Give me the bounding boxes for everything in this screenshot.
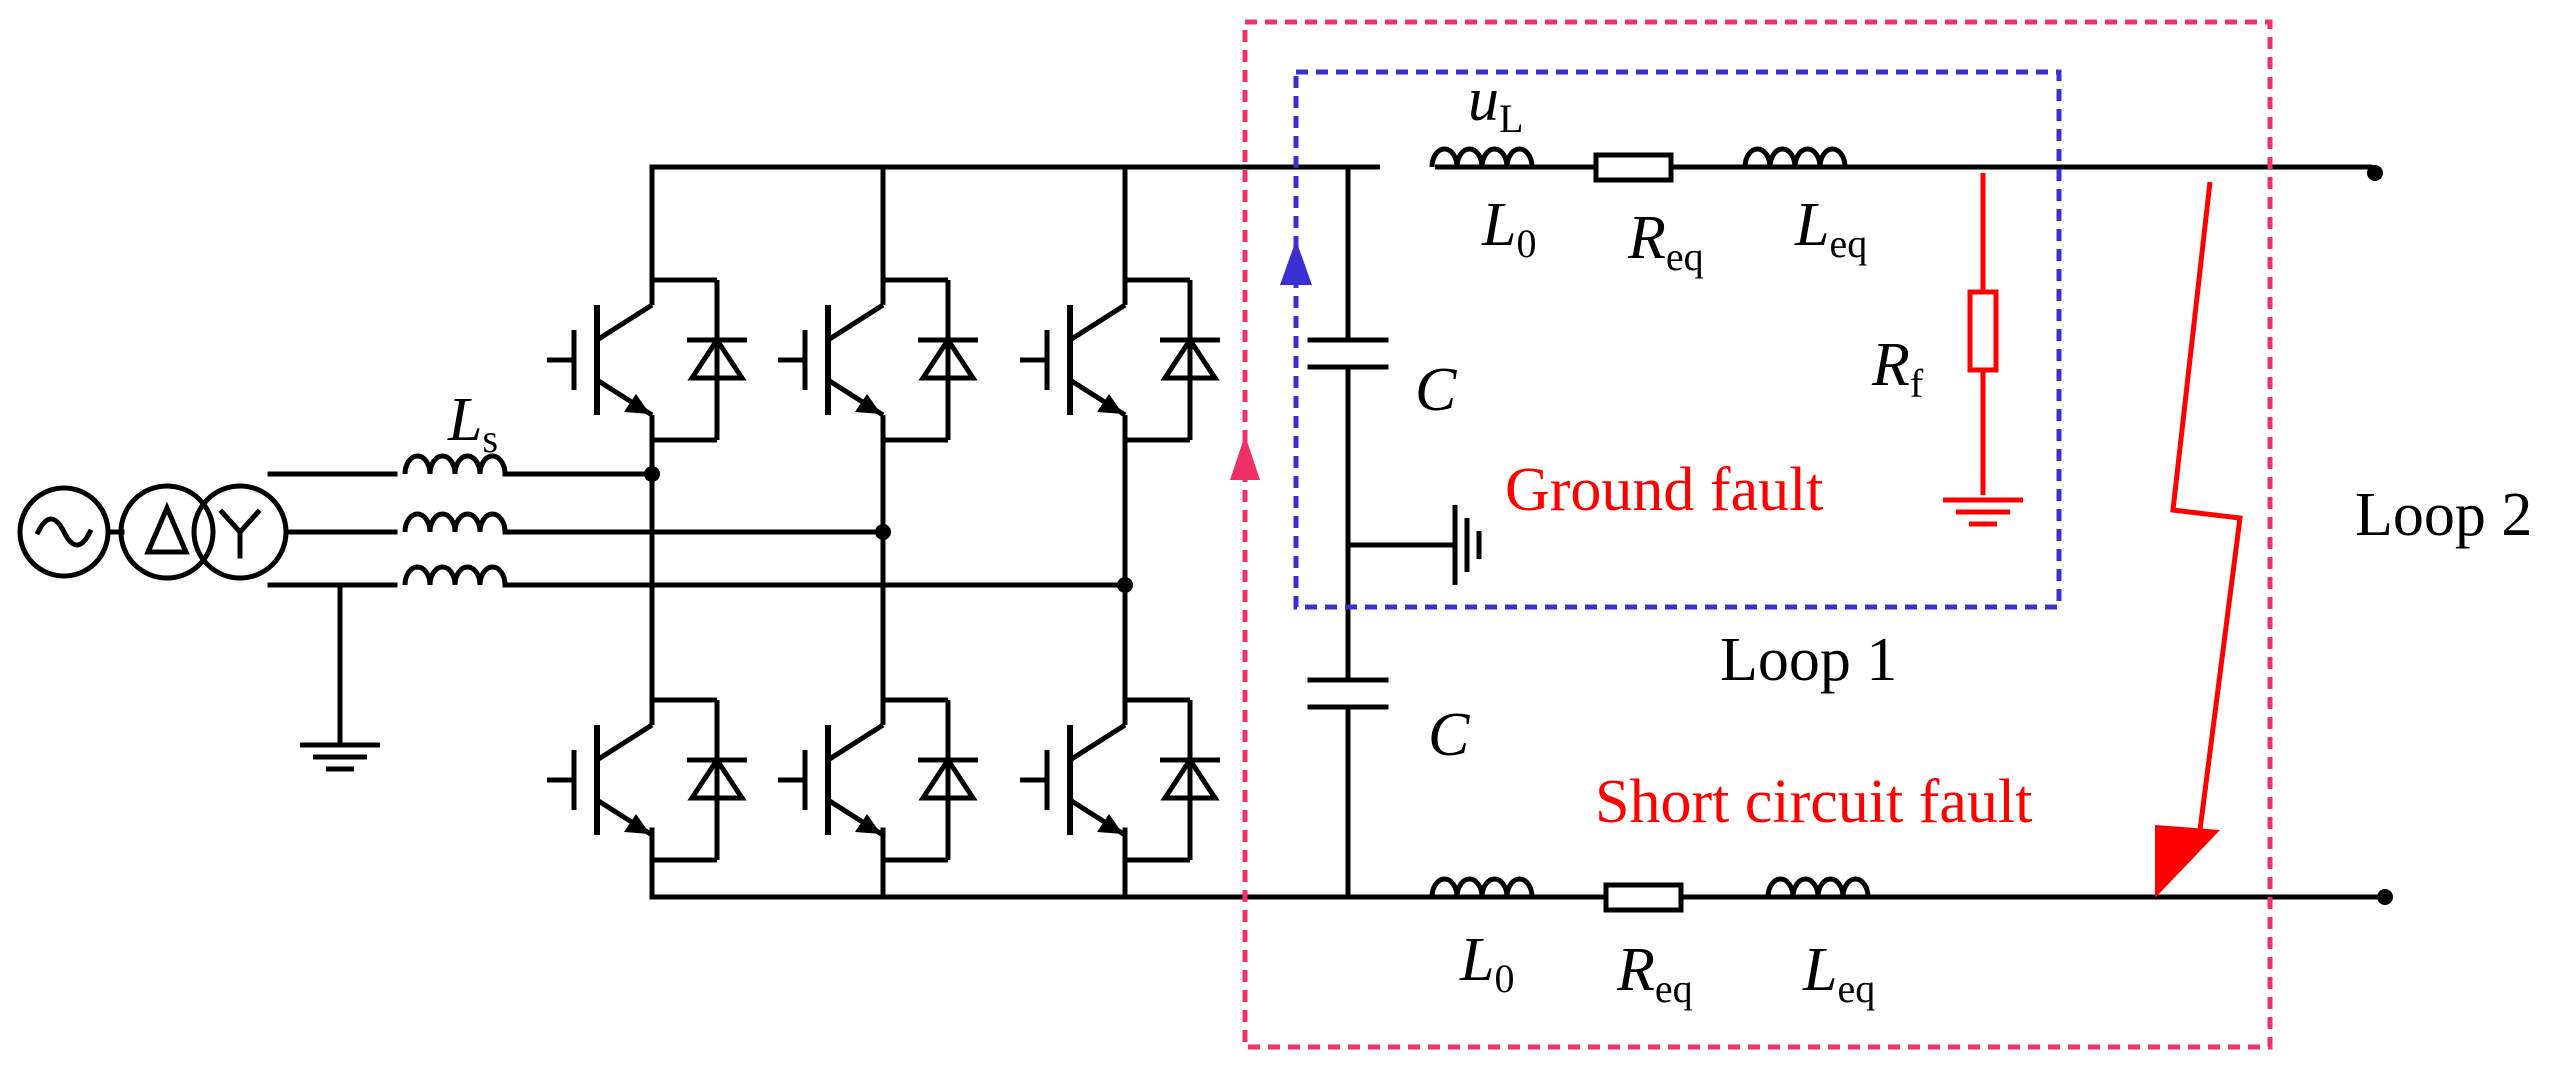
igbt-icon (778, 250, 978, 470)
label-L0-top: L0 (1481, 191, 1536, 266)
source-inductors (405, 456, 505, 585)
igbt-icon (547, 670, 747, 890)
label-Req-bottom: Req (1616, 936, 1693, 1011)
loop-2-label: Loop 2 (2355, 481, 2532, 549)
label-L0-bottom: L0 (1459, 926, 1514, 1001)
short-circuit-fault-label: Short circuit fault (1595, 768, 2032, 836)
label-Req-top: Req (1627, 204, 1704, 279)
ground-icon (1943, 500, 2023, 524)
label-Leq-top: Leq (1794, 191, 1867, 266)
label-Ls: Ls (447, 386, 498, 461)
igbt-icon (1020, 250, 1220, 470)
transformer-icon (118, 483, 289, 581)
bottom-line-impedance (1432, 879, 1868, 913)
ground-icon (1455, 505, 1479, 585)
label-Rf: Rf (1871, 331, 1924, 406)
label-Leq-bottom: Leq (1802, 936, 1875, 1011)
short-circuit-fault-arrow (2155, 181, 2243, 898)
label-C-top: C (1415, 356, 1457, 424)
loop-1-label: Loop 1 (1720, 626, 1897, 694)
ground-fault-branch (1943, 173, 2023, 524)
converter-bridge (547, 164, 1220, 900)
label-uL: uL (1468, 66, 1523, 141)
igbt-icon (547, 250, 747, 470)
loop-1-path (1280, 69, 2062, 610)
igbt-icon (1020, 670, 1220, 890)
loop-2-path (1230, 19, 2273, 1050)
igbt-icon (778, 670, 978, 890)
label-C-bottom: C (1428, 701, 1470, 769)
ground-fault-label: Ground fault (1505, 456, 1824, 524)
ac-source-icon (17, 485, 111, 579)
dc-link-capacitors (1307, 164, 1479, 900)
ground-icon (300, 745, 380, 769)
top-line-impedance (1380, 149, 1845, 183)
